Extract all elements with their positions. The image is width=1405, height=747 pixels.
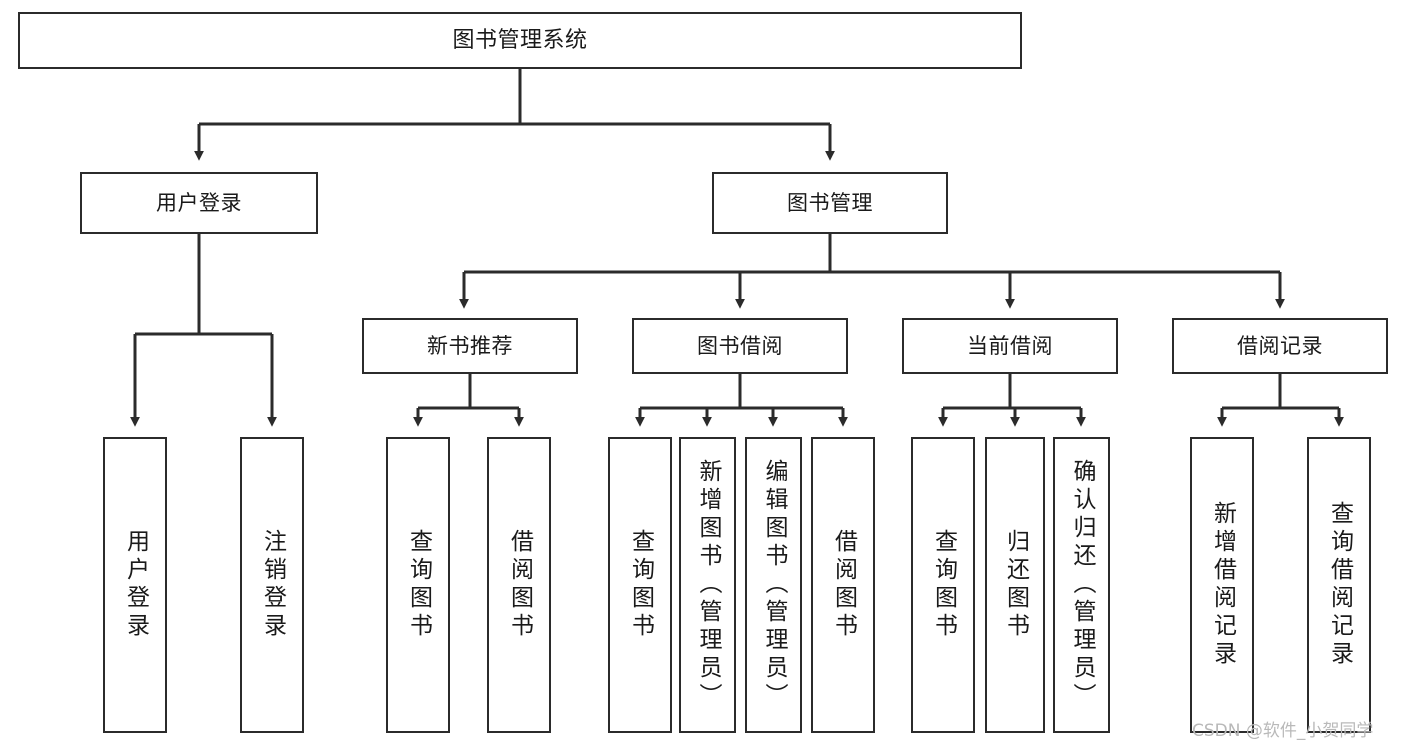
node-leaf-logout-label: 注销登录	[259, 529, 286, 641]
csdn-watermark: CSDN @软件_小贺同学	[1192, 721, 1374, 741]
node-leaf-query-book-2-label: 查询图书	[627, 529, 654, 641]
node-leaf-edit-book-label: 编辑图书（管理员）	[761, 459, 787, 711]
node-current-borrow-label: 当前借阅	[967, 333, 1053, 358]
node-leaf-query-book-1[interactable]: 查询图书	[386, 437, 450, 733]
node-new-book-rec-label: 新书推荐	[427, 333, 513, 358]
node-book-borrow[interactable]: 图书借阅	[632, 318, 848, 374]
node-leaf-user-login-label: 用户登录	[122, 529, 149, 641]
node-leaf-edit-book[interactable]: 编辑图书（管理员）	[745, 437, 802, 733]
node-leaf-confirm-return-label: 确认归还（管理员）	[1069, 459, 1095, 711]
node-borrow-record-label: 借阅记录	[1237, 333, 1323, 358]
node-root-label: 图书管理系统	[452, 27, 588, 53]
node-leaf-add-book-label: 新增图书（管理员）	[695, 459, 721, 711]
node-leaf-borrow-book-1-label: 借阅图书	[506, 529, 533, 641]
node-leaf-add-record-label: 新增借阅记录	[1209, 501, 1236, 669]
node-leaf-query-book-3[interactable]: 查询图书	[911, 437, 975, 733]
node-leaf-borrow-book-2[interactable]: 借阅图书	[811, 437, 875, 733]
node-leaf-user-login[interactable]: 用户登录	[103, 437, 167, 733]
node-leaf-query-book-2[interactable]: 查询图书	[608, 437, 672, 733]
node-borrow-record[interactable]: 借阅记录	[1172, 318, 1388, 374]
node-root[interactable]: 图书管理系统	[18, 12, 1022, 69]
node-user-login[interactable]: 用户登录	[80, 172, 318, 234]
node-leaf-query-book-1-label: 查询图书	[405, 529, 432, 641]
node-leaf-add-book[interactable]: 新增图书（管理员）	[679, 437, 736, 733]
node-leaf-return-book[interactable]: 归还图书	[985, 437, 1045, 733]
node-leaf-logout[interactable]: 注销登录	[240, 437, 304, 733]
node-leaf-borrow-book-2-label: 借阅图书	[830, 529, 857, 641]
node-leaf-borrow-book-1[interactable]: 借阅图书	[487, 437, 551, 733]
node-new-book-rec[interactable]: 新书推荐	[362, 318, 578, 374]
node-leaf-query-book-3-label: 查询图书	[930, 529, 957, 641]
node-leaf-return-book-label: 归还图书	[1002, 529, 1029, 641]
node-book-manage-label: 图书管理	[787, 190, 873, 215]
node-leaf-query-record[interactable]: 查询借阅记录	[1307, 437, 1371, 733]
node-leaf-add-record[interactable]: 新增借阅记录	[1190, 437, 1254, 733]
node-book-borrow-label: 图书借阅	[697, 333, 783, 358]
node-current-borrow[interactable]: 当前借阅	[902, 318, 1118, 374]
node-leaf-confirm-return[interactable]: 确认归还（管理员）	[1053, 437, 1110, 733]
node-user-login-label: 用户登录	[156, 190, 242, 215]
node-book-manage[interactable]: 图书管理	[712, 172, 948, 234]
node-leaf-query-record-label: 查询借阅记录	[1326, 501, 1353, 669]
